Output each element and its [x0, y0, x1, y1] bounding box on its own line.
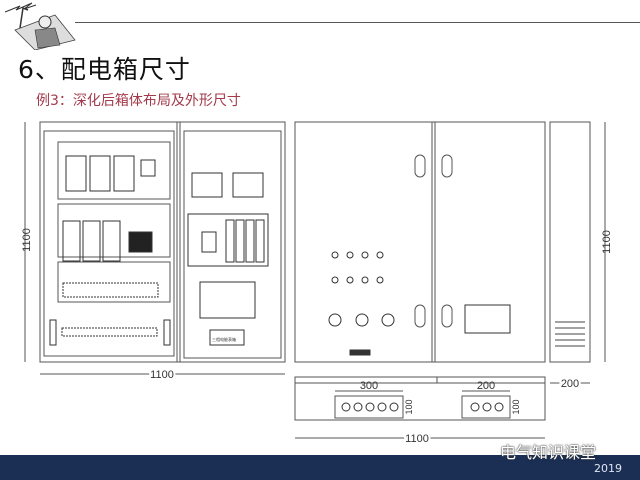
- slide-subtitle: 例3：深化后箱体布局及外形尺寸: [36, 93, 241, 109]
- side-depth-dimension: 200: [561, 378, 579, 390]
- front-layout-view: 三相电能表箱: [24, 121, 286, 375]
- front-width-dimension: 1100: [150, 369, 174, 381]
- electrician-logo-icon: [4, 2, 76, 50]
- nameplate-label: 三相电能表箱: [212, 336, 236, 342]
- door-front-view: [294, 121, 606, 363]
- watermark-text: 电气知识课堂: [500, 443, 597, 462]
- knockout-left-height: 100: [404, 399, 414, 414]
- front-height-dimension: 1100: [21, 228, 33, 252]
- knockout-right-width: 200: [477, 380, 495, 392]
- door-height-dimension: 1100: [601, 230, 613, 254]
- bottom-view: [294, 376, 546, 439]
- side-view: [549, 121, 591, 384]
- header-rule: [75, 22, 640, 23]
- knockout-left-width: 300: [360, 380, 378, 392]
- cabinet-drawing: 三相电能表箱: [21, 121, 613, 447]
- slide-title: 6、配电箱尺寸: [18, 55, 191, 84]
- footer-year: 2019: [594, 462, 622, 475]
- knockout-right-height: 100: [511, 399, 521, 414]
- footer-bar: [0, 455, 640, 480]
- bottom-width-dimension: 1100: [405, 433, 429, 445]
